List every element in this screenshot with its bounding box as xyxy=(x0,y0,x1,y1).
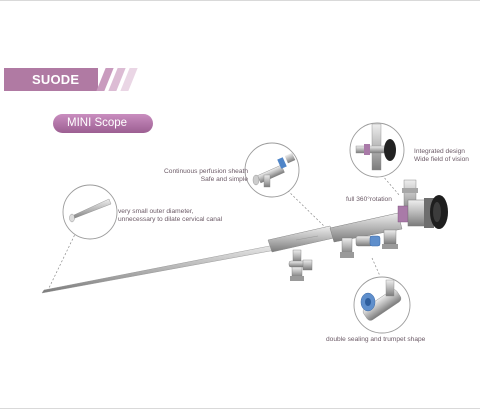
sheath-detail-circle xyxy=(244,142,300,198)
eyepiece-detail-circle xyxy=(349,122,405,178)
callout-eyepiece-line1: Integrated design xyxy=(414,148,465,155)
callout-diameter: very small outer diameter, unnecessary t… xyxy=(118,208,222,224)
product-name: MINI Scope xyxy=(67,117,128,129)
callout-eyepiece: Integrated design Wide field of vision xyxy=(414,148,469,164)
callout-sealing-text: double sealing and trumpet shape xyxy=(326,336,426,343)
callout-diameter-line2: unnecessary to dilate cervical canal xyxy=(118,216,223,223)
bottom-border xyxy=(0,408,480,409)
callout-rotation-text: full 360°rotation xyxy=(346,196,392,203)
valve-detail-circle xyxy=(353,276,411,334)
callout-diameter-line1: very small outer diameter, xyxy=(118,208,194,215)
callout-perfusion-line2: Safe and simple xyxy=(200,176,248,183)
brand-name: SUODE xyxy=(32,72,80,87)
eyepiece-assembly xyxy=(397,179,448,229)
callout-rotation: full 360°rotation xyxy=(346,196,392,204)
brand-banner: SUODE xyxy=(4,68,98,91)
callout-perfusion: Continuous perfusion sheath Safe and sim… xyxy=(132,168,248,184)
scope-tip-detail-circle xyxy=(62,184,118,240)
product-name-badge: MINI Scope xyxy=(53,114,153,133)
callout-perfusion-line1: Continuous perfusion sheath xyxy=(164,168,248,175)
valve-assembly xyxy=(288,229,398,281)
scope-shaft xyxy=(41,212,403,294)
callout-eyepiece-line2: Wide field of vision xyxy=(414,156,469,163)
top-border xyxy=(0,0,480,1)
callout-sealing: double sealing and trumpet shape xyxy=(326,336,425,344)
